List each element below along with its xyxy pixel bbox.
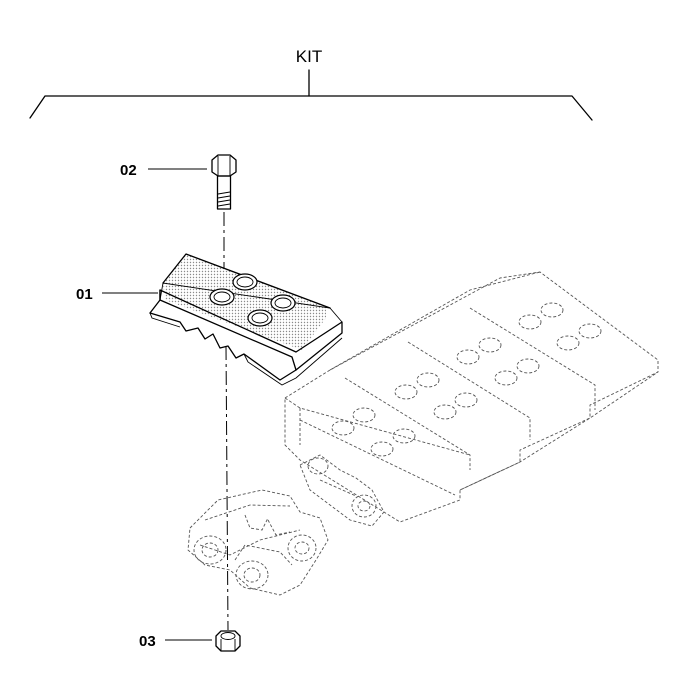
callout-03-label: 03 [139, 633, 156, 650]
callout-01: 01 [76, 286, 158, 303]
kit-label: KIT [296, 47, 322, 66]
bolt-part [211, 154, 237, 210]
phantom-link [187, 489, 329, 596]
phantom-track-assembly [284, 271, 659, 527]
centerline-lower [225, 345, 229, 631]
kit-bracket [29, 69, 593, 121]
callout-03: 03 [139, 633, 212, 650]
phantom-holes [331, 302, 602, 457]
shoe-holes [209, 273, 296, 327]
callout-01-label: 01 [76, 286, 93, 303]
track-shoe-part [149, 253, 343, 386]
callout-02: 02 [120, 162, 207, 179]
nut-part [215, 630, 241, 652]
callout-02-label: 02 [120, 162, 137, 179]
